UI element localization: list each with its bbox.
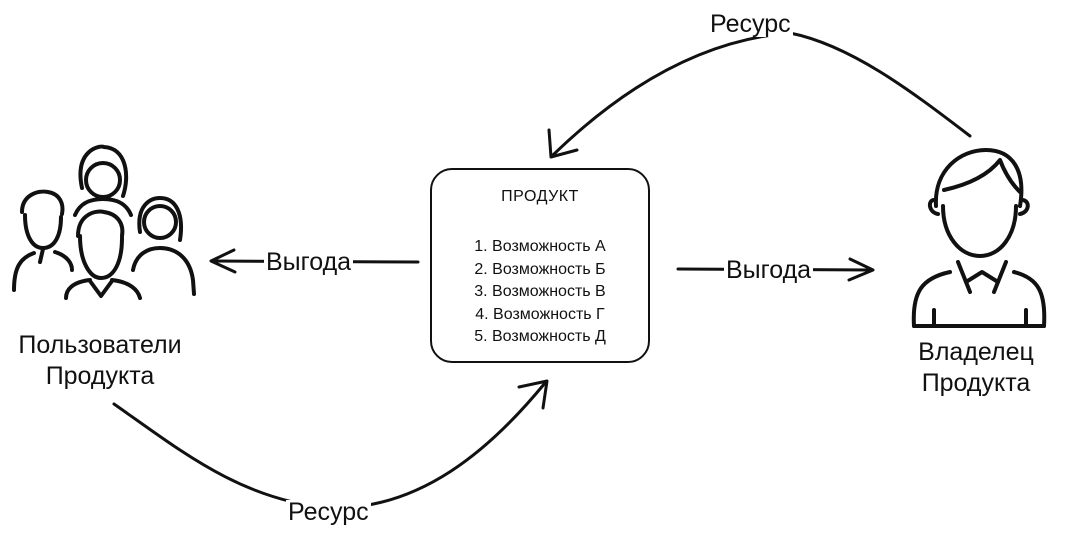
product-feature-item: 5. Возможность Д xyxy=(474,328,606,345)
resource-arrow-bottom xyxy=(112,381,547,510)
product-feature-item: 4. Возможность Г xyxy=(475,305,605,323)
resource-label-bottom: Ресурс xyxy=(286,498,371,526)
resource-label-top: Ресурс xyxy=(708,10,793,38)
users-label-line2: Продукта xyxy=(45,362,155,390)
users-label-line1: Пользователи xyxy=(18,331,182,359)
owner-label: Владелец Продукта xyxy=(888,337,1064,399)
resource-arrow-top-head xyxy=(547,128,579,159)
users-group-icon xyxy=(12,144,196,300)
man-center-icon xyxy=(64,209,142,300)
product-feature-item: 3. Возможность В xyxy=(474,283,606,300)
benefit-label-right: Выгода xyxy=(724,256,814,284)
person-icon xyxy=(911,148,1047,328)
benefit-label-left: Выгода xyxy=(264,248,354,276)
woman-top-icon xyxy=(73,144,133,217)
product-features-list: 1. Возможность А 2. Возможность Б 3. Воз… xyxy=(432,236,648,349)
product-feature-item: 1. Возможность А xyxy=(474,238,606,255)
benefit-arrow-right-head xyxy=(847,257,875,282)
woman-right-icon xyxy=(131,196,196,296)
resource-arrow-bottom-head xyxy=(517,379,549,410)
product-feature-item: 2. Возможность Б xyxy=(474,260,606,278)
owner-label-line2: Продукта xyxy=(921,369,1031,397)
resource-arrow-top xyxy=(551,31,972,157)
product-box: ПРОДУКТ 1. Возможность А 2. Возможность … xyxy=(430,168,650,363)
users-label: Пользователи Продукта xyxy=(0,330,200,392)
product-title: ПРОДУКТ xyxy=(501,188,579,205)
owner-label-line1: Владелец xyxy=(918,338,1034,366)
benefit-arrow-left-head xyxy=(209,248,237,274)
man-left-icon xyxy=(12,189,74,292)
